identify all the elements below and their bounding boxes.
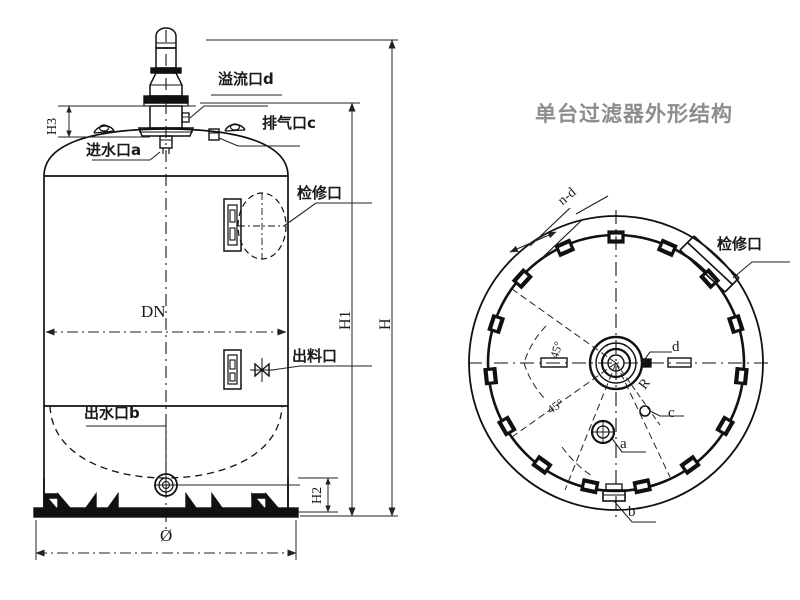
- dimension-outer-diameter: Ø: [160, 526, 173, 545]
- plan-port-a: [590, 419, 616, 445]
- elevation-dimension-lines: [35, 39, 398, 560]
- discharge-port-elevation: [223, 349, 274, 390]
- plan-port-c: [639, 405, 651, 417]
- plan-nd-dimension: [509, 195, 609, 259]
- plan-nozzle-right: [667, 357, 692, 368]
- plan-bolt-lugs: [483, 230, 749, 495]
- elevation-leader-lines: [86, 94, 372, 486]
- callout-overflow-port: 溢流口d: [218, 70, 274, 88]
- lifting-lug-left: [93, 124, 115, 134]
- port-marker-a: a: [620, 436, 627, 452]
- dimension-top-height: H3: [45, 117, 60, 135]
- port-marker-b: b: [628, 504, 636, 520]
- plan-inspection-port: [679, 235, 740, 293]
- plan-leader-lines: [610, 261, 790, 523]
- dimension-nominal-diameter: DN: [141, 302, 166, 321]
- callout-inspection-port: 检修口: [297, 184, 343, 202]
- port-marker-c: c: [668, 405, 675, 421]
- plan-port-b: [602, 483, 626, 502]
- inspection-port-elevation: [223, 192, 287, 260]
- plan-angle-construction: [511, 288, 671, 491]
- callout-inspection-port-plan: 检修口: [717, 235, 763, 253]
- dimension-overall-height: H: [377, 318, 394, 330]
- exhaust-nozzle-c: [208, 128, 220, 141]
- port-marker-d: d: [672, 339, 680, 355]
- inlet-nozzle-a: [159, 135, 173, 154]
- plan-view: [468, 195, 790, 523]
- callout-discharge-port: 出料口: [292, 347, 338, 365]
- elevation-view: [33, 27, 299, 530]
- lifting-lug-right: [224, 123, 246, 132]
- dimension-shell-height: H1: [337, 310, 354, 330]
- dimension-base-height: H2: [310, 486, 325, 504]
- callout-water-inlet: 进水口a: [86, 141, 142, 159]
- callout-exhaust-port: 排气口c: [262, 114, 316, 132]
- callout-water-outlet: 出水口b: [84, 404, 140, 422]
- drawing-title: 单台过滤器外形结构: [535, 102, 733, 126]
